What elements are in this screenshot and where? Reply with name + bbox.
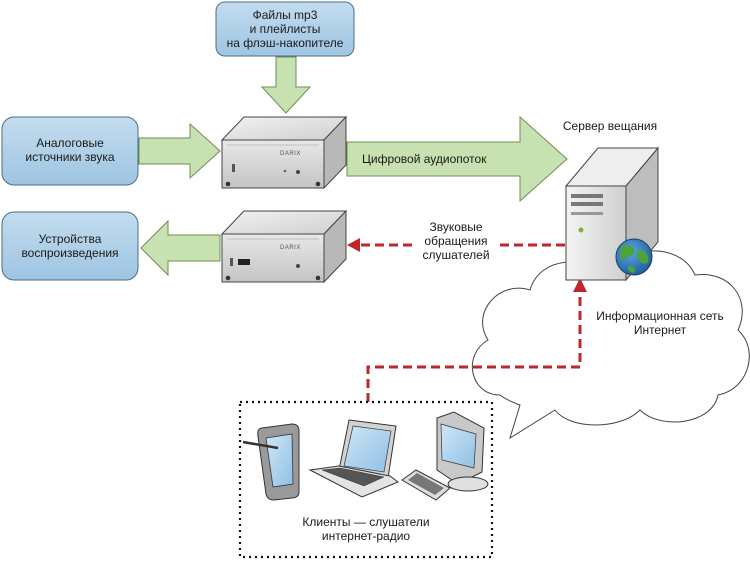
encoder-device: DARIX <box>220 115 348 190</box>
clients-label: Клиенты — слушатели интернет-радио <box>302 515 429 543</box>
requests-line-2: обращения <box>424 234 487 248</box>
requests-label: Звуковые обращения слушателей <box>422 220 489 262</box>
decoder-display <box>238 259 250 265</box>
decoder-to-playback-arrow <box>140 219 221 277</box>
decoder-screw-right <box>315 275 321 281</box>
listener-request-path <box>347 238 587 402</box>
server-drive-2 <box>571 202 603 206</box>
server-power-led <box>578 227 584 233</box>
source-box-line-3: на флэш-накопителе <box>227 36 344 50</box>
source-box-line-1: Файлы mp3 <box>253 8 318 22</box>
requests-line-1: Звуковые <box>429 220 482 234</box>
decoder-device: DARIX <box>220 209 348 284</box>
stream-label: Цифровой аудиопоток <box>362 152 487 166</box>
server-drive-1 <box>571 194 603 198</box>
decoder-brand: DARIX <box>280 245 301 251</box>
encoder-brand: DARIX <box>280 151 301 157</box>
desktop-icon <box>401 411 489 501</box>
source-down-arrow <box>260 56 312 114</box>
encoder-screw-right <box>315 181 321 187</box>
stylus <box>242 440 279 450</box>
requests-line-3: слушателей <box>422 248 489 262</box>
internet-label: Информационная сеть Интернет <box>596 309 723 337</box>
internet-cloud <box>471 250 750 440</box>
analog-box-line-1: Аналоговые <box>36 136 104 150</box>
decoder-knob <box>296 264 300 268</box>
internet-line-2: Интернет <box>634 323 687 337</box>
analog-box: Аналоговые источники звука <box>1 116 139 186</box>
server-label: Сервер вещания <box>563 119 657 133</box>
decoder-port <box>230 258 233 266</box>
playback-box-line-2: воспроизведения <box>21 246 118 260</box>
tablet-icon <box>242 423 300 501</box>
clients-line-2: интернет-радио <box>322 529 410 543</box>
encoder-led <box>283 169 287 173</box>
server-drive-3 <box>571 212 603 215</box>
clients-frame <box>238 400 494 559</box>
internet-line-1: Информационная сеть <box>596 309 723 323</box>
encoder-screw-left <box>225 181 231 187</box>
server-tower: Сервер вещания <box>563 119 660 282</box>
playback-box: Устройства воспроизведения <box>1 211 139 281</box>
stream-arrow: Цифровой аудиопоток <box>346 115 568 203</box>
encoder-port <box>232 164 235 172</box>
source-box: Файлы mp3 и плейлисты на флэш-накопителе <box>215 1 355 57</box>
source-box-line-2: и плейлисты <box>250 22 321 36</box>
analog-to-encoder-arrow <box>138 122 221 180</box>
globe-icon <box>615 238 653 276</box>
playback-box-line-1: Устройства <box>39 232 102 246</box>
clients-line-1: Клиенты — слушатели <box>302 515 429 529</box>
laptop-icon <box>308 419 399 498</box>
decoder-screw-left <box>225 275 231 281</box>
analog-box-line-2: источники звука <box>25 150 114 164</box>
encoder-knob <box>296 170 300 174</box>
